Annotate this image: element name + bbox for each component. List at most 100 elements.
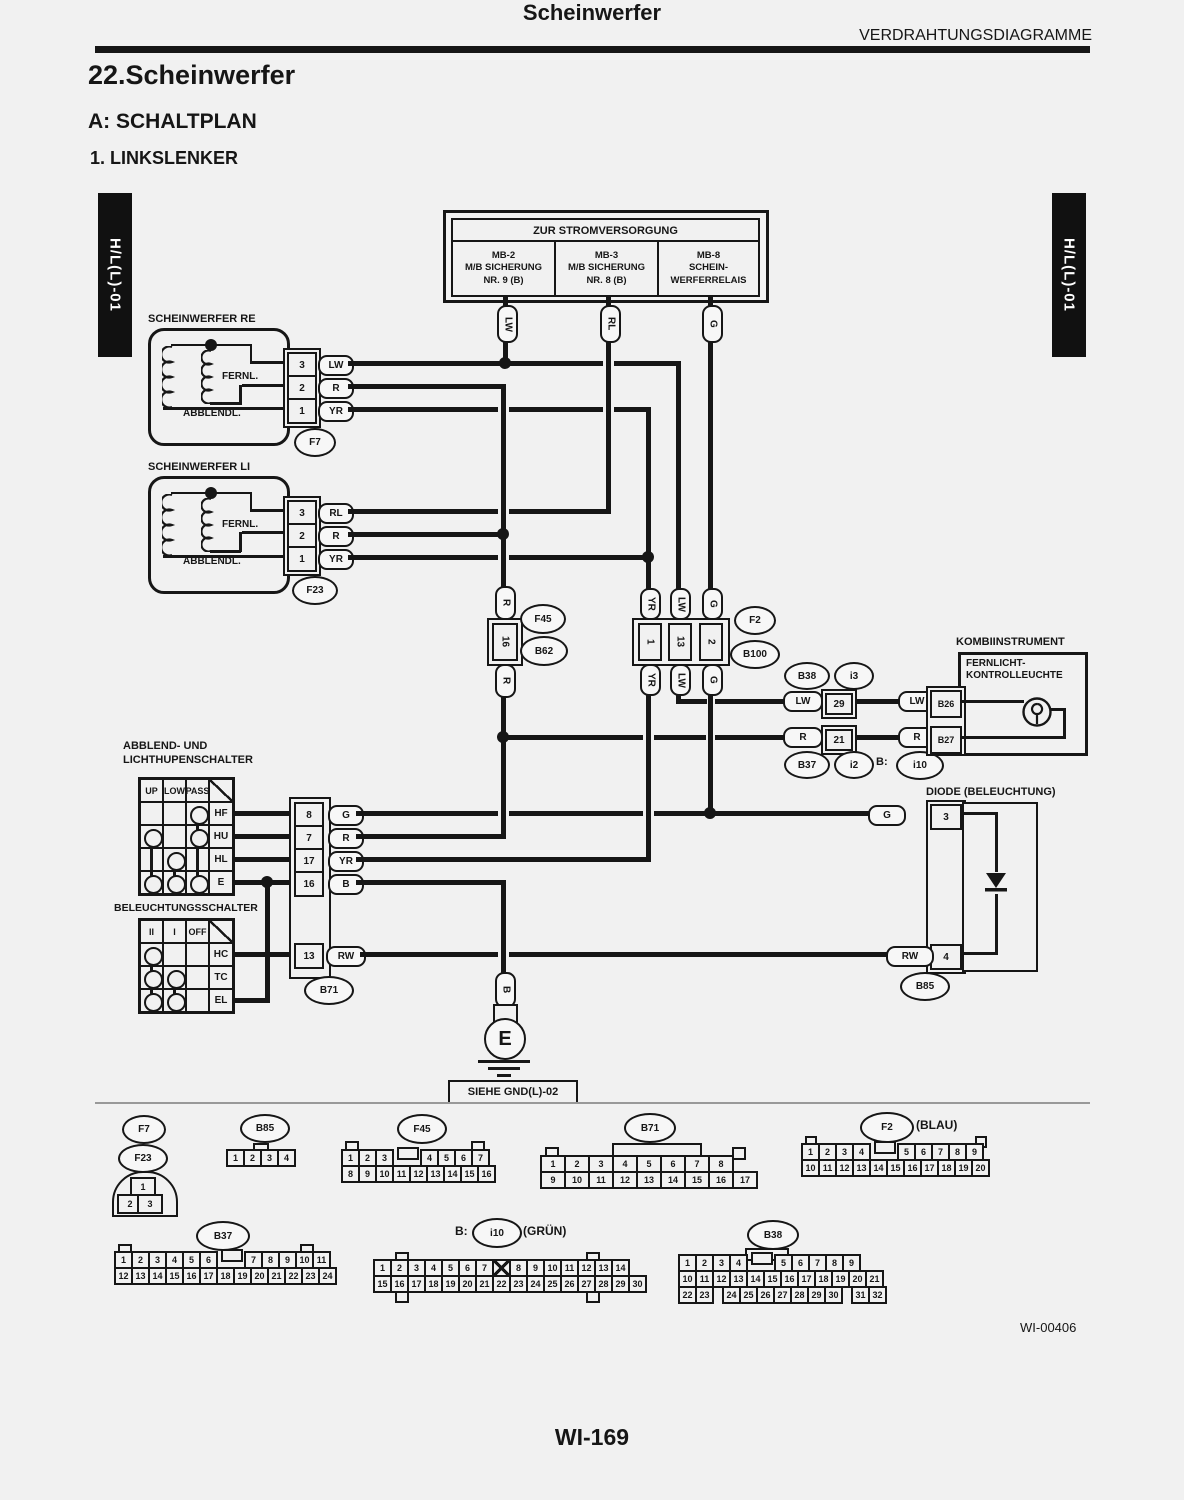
pin-cell: 10 — [375, 1165, 394, 1183]
col-header: PASS — [186, 779, 209, 802]
pinout-label-f23: F23 — [118, 1144, 168, 1173]
wire-label: R — [495, 664, 516, 698]
pin-number: B27 — [930, 726, 962, 754]
pin-cell: 24 — [526, 1275, 545, 1293]
junction-dot — [497, 528, 509, 540]
wire — [614, 407, 651, 412]
junction-dot — [261, 876, 273, 888]
dimmer-title-2: LICHTHUPENSCHALTER — [123, 754, 253, 766]
connector-label-i3: i3 — [834, 662, 874, 690]
wire-label: G — [702, 664, 723, 696]
wire — [509, 407, 603, 412]
header-rule — [95, 46, 1090, 53]
wire — [509, 952, 890, 957]
wire — [509, 555, 651, 560]
pin-cell: 16 — [477, 1165, 496, 1183]
contact-circle — [167, 970, 186, 989]
coil-low-beam — [162, 494, 182, 556]
wire-label: G — [702, 588, 723, 620]
connector-label-i10: i10 — [896, 751, 944, 780]
pin-cell: 32 — [868, 1286, 887, 1304]
wire — [239, 532, 242, 552]
pin-cell: 18 — [216, 1267, 235, 1285]
pin-number: 16 — [294, 871, 324, 897]
pin-number: 1 — [638, 623, 662, 661]
pin-cell: 13 — [426, 1165, 445, 1183]
wire-label: R — [783, 727, 823, 748]
wire — [995, 812, 998, 872]
pin-number: 29 — [825, 693, 853, 715]
wire — [676, 699, 707, 704]
pin-cell: 9 — [540, 1171, 566, 1189]
connector-label-b62: B62 — [520, 636, 568, 666]
wire — [242, 384, 287, 387]
contact-link — [150, 836, 153, 883]
pin-number: 1 — [287, 398, 317, 424]
coil-label-high: FERNL. — [222, 371, 259, 382]
wire — [348, 532, 506, 537]
connector-tab — [395, 1291, 409, 1303]
pinout-label-f45: F45 — [397, 1114, 447, 1144]
dimmer-title-1: ABBLEND- UND — [123, 740, 208, 752]
wire — [962, 736, 1066, 739]
connector-tab — [586, 1291, 600, 1303]
wire — [501, 735, 643, 740]
row-label: HF — [209, 802, 233, 825]
col-header: LOW — [163, 779, 186, 802]
pin-cell: 23 — [695, 1286, 714, 1304]
pin-cell: 4 — [277, 1149, 296, 1167]
contact-circle — [167, 875, 186, 894]
coil-low-beam — [162, 346, 182, 408]
wire — [250, 344, 252, 364]
side-tab-right: H/L(L)-01 — [1052, 193, 1086, 357]
wire — [232, 834, 293, 839]
pin-number: 21 — [825, 729, 853, 751]
pin-number: B26 — [930, 690, 962, 718]
connector-prefix: B: — [876, 756, 888, 768]
connector-label-f7: F7 — [294, 428, 336, 457]
wire — [509, 509, 611, 514]
pinout-i10-prefix: B: — [455, 1224, 468, 1238]
pin-cell: 15 — [684, 1171, 710, 1189]
pin-cell: 22 — [492, 1275, 511, 1293]
doc-code: WI-00406 — [1020, 1320, 1077, 1335]
coil-label-low: ABBLENDL. — [183, 408, 241, 419]
pinout-label-i10: i10 — [472, 1218, 522, 1248]
wire — [250, 361, 287, 364]
connector-label-b37: B37 — [784, 751, 830, 779]
diagonal-cell — [209, 779, 233, 802]
connector-label-f2: F2 — [734, 606, 776, 635]
kombi-label-2: KONTROLLEUCHTE — [966, 670, 1063, 681]
wire — [163, 407, 287, 410]
wire — [232, 811, 293, 816]
wire — [606, 297, 611, 514]
connector-label-f23: F23 — [292, 576, 338, 605]
side-tab-left: H/L(L)-01 — [98, 193, 132, 357]
pin-number: 3 — [287, 352, 317, 378]
wire — [995, 894, 998, 954]
pinout-i10-color: (GRÜN) — [523, 1224, 567, 1238]
connector-label-b100: B100 — [730, 640, 780, 669]
wire — [654, 811, 870, 816]
contact-circle — [144, 875, 163, 894]
wire — [960, 952, 998, 955]
page-title: Scheinwerfer — [522, 0, 662, 25]
wire-label: R — [495, 586, 516, 620]
pin-cell: 17 — [732, 1171, 758, 1189]
ground-hatch — [488, 1067, 520, 1070]
variant-title: 1. LINKSLENKER — [90, 148, 239, 168]
wire — [348, 407, 498, 412]
wire-label: LW — [783, 691, 823, 712]
wire — [715, 699, 785, 704]
pin-number: 2 — [699, 623, 723, 661]
connector-label-i2: i2 — [834, 751, 874, 779]
col-header: OFF — [186, 920, 209, 943]
